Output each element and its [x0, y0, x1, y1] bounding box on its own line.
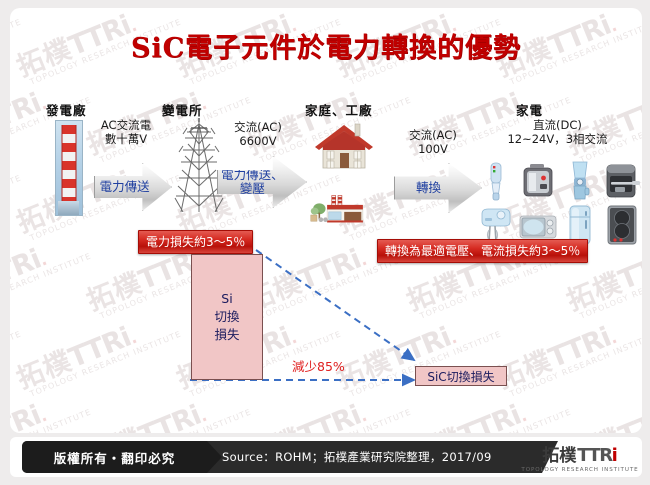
comparison-arrows	[190, 249, 416, 387]
house-icon	[315, 123, 373, 169]
slide-content-frame: SiC電子元件於電力轉換的優勢 發電廠 變電所 家庭、工廠 家電 AC交流電 數…	[10, 8, 642, 433]
voltage-caption-2: 交流(AC) 6600V	[217, 120, 299, 148]
toaster-icon	[518, 160, 558, 202]
stage-header-substation: 變電所	[162, 103, 203, 118]
flow-arrow-substation-l2: 變壓	[239, 181, 265, 196]
voltage-line-3a: 交流(AC)	[409, 128, 457, 142]
copyright-badge: 版權所有・翻印必究	[22, 441, 222, 473]
voltage-line-4b: 12~24V，3相交流	[507, 132, 608, 146]
chimney-base	[58, 201, 79, 215]
source-text: Source：ROHM；拓樸產業研究院整理，2017/09	[222, 450, 492, 464]
flow-arrow-transmission-label: 電力傳送	[99, 179, 150, 194]
voltage-caption-4: 直流(DC) 12~24V，3相交流	[470, 118, 645, 146]
appliance-icon-grid	[476, 160, 642, 246]
tri-logo-subtitle: TOPOLOGY RESEARCH INSTITUTE	[521, 467, 639, 473]
si-loss-line-3: 損失	[214, 327, 240, 342]
flow-arrow-substation-l1: 電力傳送、	[221, 167, 284, 182]
voltage-line-3b: 100V	[418, 142, 448, 156]
si-loss-line-1: Si	[221, 291, 233, 306]
voltage-line-2a: 交流(AC)	[234, 120, 282, 134]
footer-bar: 版權所有・翻印必究 Source：ROHM；拓樸產業研究院整理，2017/09 …	[10, 437, 642, 477]
refrigerator-icon	[560, 204, 600, 246]
tri-logo: 拓樸 TTR i TOPOLOGY RESEARCH INSTITUTE	[521, 441, 637, 473]
hand-blender-icon	[476, 160, 516, 202]
footer-dark-bar: 版權所有・翻印必究 Source：ROHM；拓樸產業研究院整理，2017/09	[22, 441, 558, 473]
loss-label-transmission: 電力損失約3～5％	[138, 230, 254, 254]
voltage-caption-1: AC交流電 數十萬V	[80, 118, 172, 146]
blender-icon	[560, 160, 600, 202]
transmission-tower-icon	[174, 118, 224, 212]
voltage-caption-3: 交流(AC) 100V	[394, 128, 472, 156]
si-loss-box: Si 切換 損失	[191, 254, 263, 380]
flow-arrow-conversion-label: 轉換	[416, 180, 442, 195]
sic-loss-box: SiC切換損失	[415, 366, 507, 386]
chimney-stack	[61, 125, 77, 213]
flow-arrow-substation-label: 電力傳送、 變壓	[221, 168, 284, 196]
page-title: SiC電子元件於電力轉換的優勢	[130, 33, 522, 64]
factory-icon	[310, 195, 364, 223]
water-heater-icon	[602, 204, 642, 246]
tri-logo-wordmark: 拓樸 TTR i	[542, 441, 618, 466]
tri-logo-i: i	[611, 445, 618, 466]
voltage-line-2b: 6600V	[239, 134, 277, 148]
stage-header-appliance: 家電	[516, 103, 544, 118]
microwave-icon	[518, 204, 558, 246]
loss-label-conversion: 轉換為最適電壓、電流損失約3～5％	[377, 239, 589, 263]
si-loss-line-2: 切換	[214, 309, 240, 324]
dashed-arrow-diagonal	[255, 249, 416, 362]
voltage-line-1a: AC交流電	[100, 118, 152, 132]
coffee-machine-icon	[602, 160, 642, 202]
power-plant-photo	[55, 120, 83, 216]
reduction-label: 減少85%	[292, 359, 345, 374]
voltage-line-1b: 數十萬V	[104, 132, 148, 146]
tri-logo-tri: TTR	[577, 445, 613, 466]
stage-header-home-factory: 家庭、工廠	[305, 103, 373, 118]
voltage-line-4a: 直流(DC)	[533, 118, 582, 132]
tri-logo-cjk: 拓樸	[542, 446, 577, 466]
stage-header-power-plant: 發電廠	[46, 103, 87, 118]
